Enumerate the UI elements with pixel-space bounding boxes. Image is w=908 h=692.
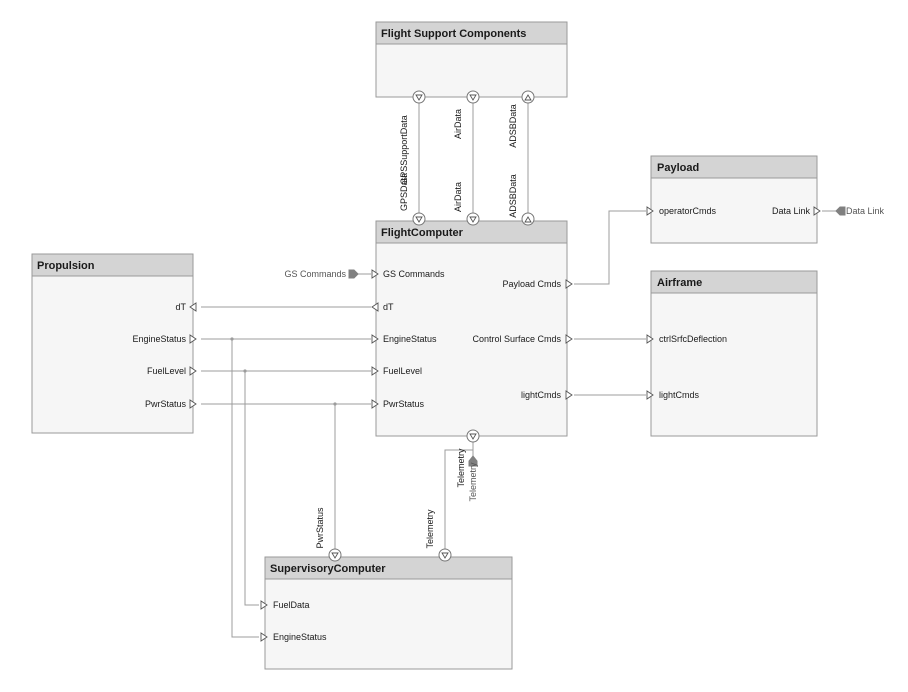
triangle-down-icon (415, 94, 423, 101)
junction-fuel-level (243, 369, 247, 373)
block-airframe[interactable]: Airframe ctrlSrfcDeflection lightCmds (646, 270, 818, 437)
junction-pwr-status (333, 402, 337, 406)
triangle-left-icon[interactable] (371, 302, 379, 312)
block-payload-title: Payload (657, 162, 699, 174)
triangle-right-icon[interactable] (646, 334, 654, 344)
conn-engine-status-branch[interactable] (231, 339, 259, 638)
block-propulsion-body (31, 253, 194, 434)
triangle-right-icon[interactable] (260, 632, 268, 642)
label-fs-adsb-data: ADSBData (508, 104, 518, 148)
triangle-down-icon (469, 216, 477, 223)
label-fc-gps-data: GPSData (399, 173, 409, 211)
junction-engine-status (230, 337, 234, 341)
external-port-icon (468, 455, 478, 467)
port-payload-data-link: Data Link (772, 206, 811, 216)
triangle-right-icon[interactable] (813, 206, 821, 216)
port-airframe-light-cmds: lightCmds (659, 390, 700, 400)
conn-telemetry[interactable] (444, 442, 474, 550)
port-payload-operator-cmds: operatorCmds (659, 206, 717, 216)
block-flight-support-header (375, 21, 568, 45)
triangle-up-icon (524, 216, 532, 223)
port-prop-fuel-level: FuelLevel (147, 366, 186, 376)
conn-payload-cmds[interactable] (574, 210, 646, 285)
block-flight-support[interactable]: Flight Support Components GPSSupportData… (375, 21, 568, 185)
port-fc-gs-commands: GS Commands (383, 269, 445, 279)
port-fc-fuel-level: FuelLevel (383, 366, 422, 376)
port-fc-light-cmds: lightCmds (521, 390, 562, 400)
label-external-gs-commands: GS Commands (284, 269, 346, 279)
label-external-telemetry-out: Telemetry (468, 462, 478, 502)
connections (201, 101, 838, 638)
external-port-icon (835, 206, 846, 216)
label-telemetry-connection: Telemetry (456, 448, 466, 488)
port-prop-dt: dT (175, 302, 186, 312)
triangle-down-icon (469, 94, 477, 101)
triangle-down-icon (469, 433, 477, 440)
label-fs-air-data: AirData (453, 109, 463, 139)
block-propulsion-title: Propulsion (37, 260, 95, 272)
block-supervisory-header (264, 556, 513, 580)
block-supervisory-title: SupervisoryComputer (270, 563, 386, 575)
port-airframe-ctrl-srfc: ctrlSrfcDeflection (659, 334, 727, 344)
block-airframe-header (650, 270, 818, 294)
triangle-up-icon (524, 94, 532, 101)
triangle-right-icon[interactable] (565, 279, 573, 289)
triangle-right-icon[interactable] (565, 334, 573, 344)
block-flight-computer-body (375, 220, 568, 437)
triangle-right-icon[interactable] (189, 334, 197, 344)
port-fc-control-surface-cmds: Control Surface Cmds (472, 334, 561, 344)
port-fc-pwr-status: PwrStatus (383, 399, 425, 409)
block-flight-computer[interactable]: FlightComputer GPSData AirData ADSBData … (371, 173, 573, 443)
triangle-right-icon[interactable] (189, 366, 197, 376)
external-telemetry[interactable]: Telemetry Telemetry (456, 448, 478, 502)
port-fc-payload-cmds: Payload Cmds (502, 279, 561, 289)
triangle-down-icon (441, 552, 449, 559)
external-data-link[interactable]: Data Link (835, 206, 885, 216)
block-airframe-title: Airframe (657, 277, 702, 289)
triangle-down-icon (415, 216, 423, 223)
label-fs-gps-support-data: GPSSupportData (399, 115, 409, 185)
port-sc-fuel-data: FuelData (273, 600, 310, 610)
block-flight-computer-title: FlightComputer (381, 227, 464, 239)
port-prop-engine-status: EngineStatus (132, 334, 186, 344)
triangle-right-icon[interactable] (565, 390, 573, 400)
block-propulsion[interactable]: Propulsion dT EngineStatus FuelLevel Pwr… (31, 253, 197, 434)
label-fc-adsb-data: ADSBData (508, 174, 518, 218)
triangle-down-icon (331, 552, 339, 559)
label-external-data-link: Data Link (846, 206, 885, 216)
block-payload-header (650, 155, 818, 179)
triangle-right-icon[interactable] (260, 600, 268, 610)
triangle-right-icon[interactable] (371, 399, 379, 409)
block-supervisory-computer[interactable]: SupervisoryComputer PwrStatus Telemetry … (260, 507, 513, 670)
port-sc-engine-status: EngineStatus (273, 632, 327, 642)
triangle-right-icon[interactable] (371, 334, 379, 344)
block-flight-support-title: Flight Support Components (381, 28, 526, 40)
external-port-icon (348, 269, 359, 279)
triangle-left-icon[interactable] (189, 302, 197, 312)
label-sc-pwr-status: PwrStatus (315, 507, 325, 549)
triangle-right-icon[interactable] (189, 399, 197, 409)
external-gs-commands[interactable]: GS Commands (284, 269, 359, 279)
port-fc-dt: dT (383, 302, 394, 312)
label-fc-air-data: AirData (453, 182, 463, 212)
triangle-right-icon[interactable] (371, 269, 379, 279)
port-prop-pwr-status: PwrStatus (145, 399, 187, 409)
block-airframe-body (650, 270, 818, 437)
conn-fuel-data-branch[interactable] (244, 371, 259, 606)
label-sc-telemetry: Telemetry (425, 509, 435, 549)
port-fc-engine-status: EngineStatus (383, 334, 437, 344)
block-propulsion-header (31, 253, 194, 277)
triangle-right-icon[interactable] (371, 366, 379, 376)
triangle-right-icon[interactable] (646, 206, 654, 216)
triangle-right-icon[interactable] (646, 390, 654, 400)
block-payload[interactable]: Payload operatorCmds Data Link (646, 155, 821, 244)
